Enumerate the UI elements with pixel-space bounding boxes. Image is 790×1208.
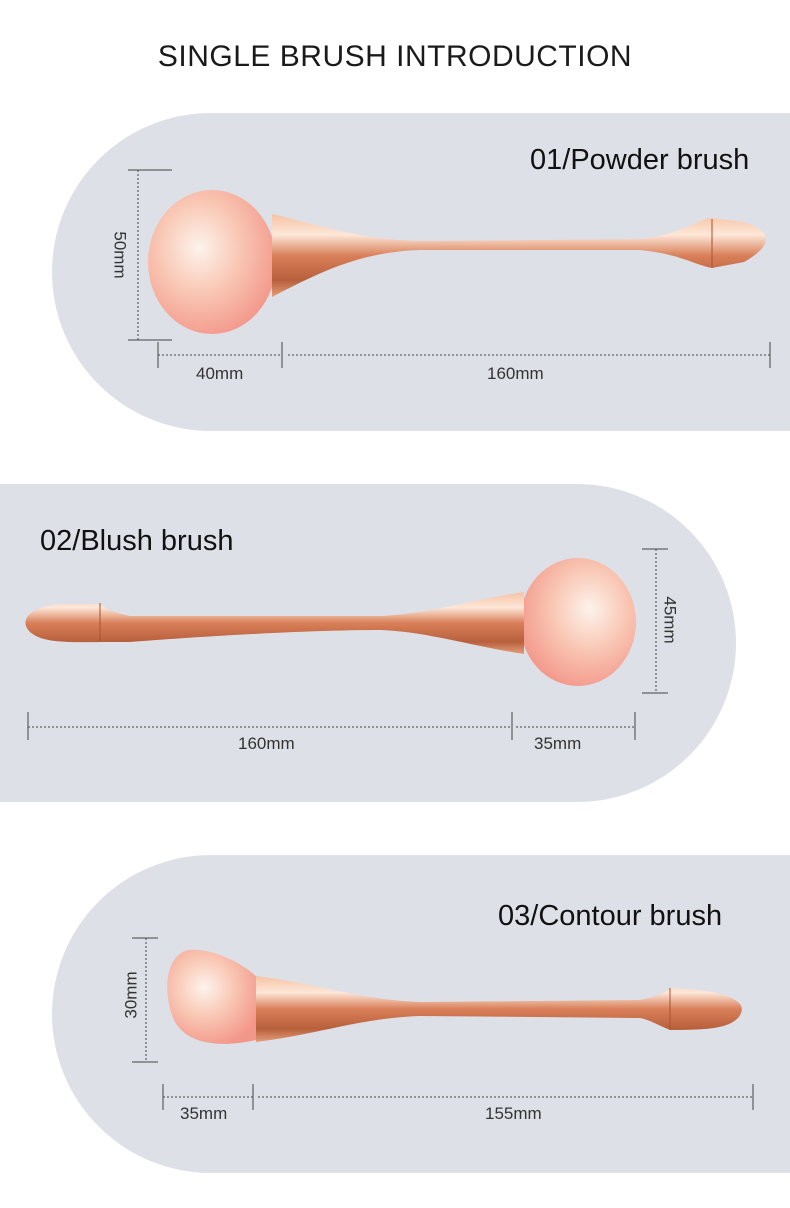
contour-brush-name: 03/Contour brush	[498, 900, 723, 932]
powder-brush-image	[148, 190, 766, 334]
powder-brush-head-width-label: 40mm	[196, 364, 244, 383]
blush-brush-handle-length-label: 160mm	[238, 734, 295, 753]
powder-brush-name: 01/Powder brush	[530, 144, 750, 176]
contour-brush-height-label: 30mm	[121, 971, 141, 1019]
contour-brush-head-width-label: 35mm	[180, 1104, 228, 1123]
blush-brush-image	[25, 558, 636, 686]
powder-brush-height-label: 50mm	[110, 231, 130, 279]
blush-brush-dimensions	[27, 548, 668, 740]
blush-brush-name: 02/Blush brush	[40, 525, 234, 557]
contour-brush-image	[167, 949, 742, 1044]
powder-brush-dimensions	[128, 169, 771, 368]
contour-brush-dimensions	[132, 937, 754, 1110]
blush-brush-head-width-label: 35mm	[534, 734, 582, 753]
powder-brush-handle-length-label: 160mm	[487, 364, 544, 383]
contour-brush-handle-length-label: 155mm	[485, 1104, 542, 1123]
blush-brush-height-label: 45mm	[660, 596, 680, 644]
page-title: SINGLE BRUSH INTRODUCTION	[157, 40, 633, 73]
